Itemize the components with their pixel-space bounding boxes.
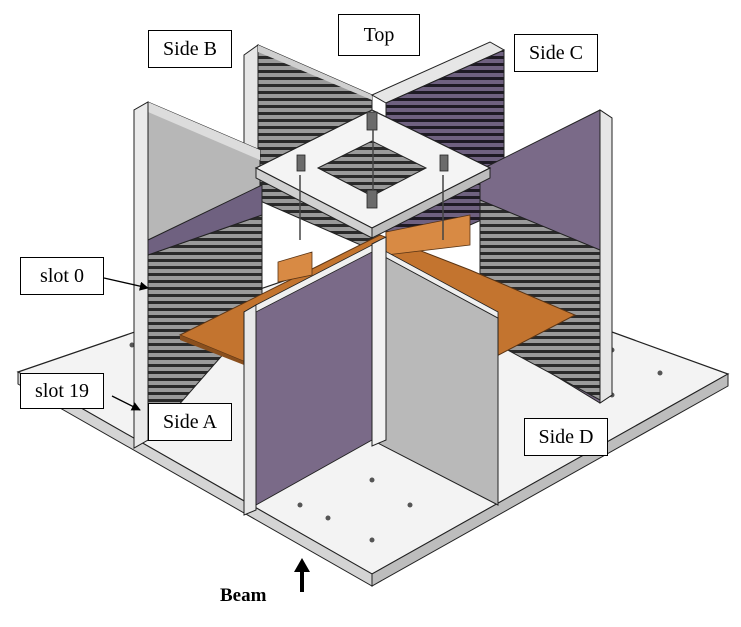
wall-front-left <box>243 244 373 516</box>
label-side-d: Side D <box>524 418 608 456</box>
arrow-up-icon <box>294 558 310 592</box>
label-slot-0: slot 0 <box>20 257 104 295</box>
label-side-c: Side C <box>514 34 598 72</box>
label-slot-19: slot 19 <box>20 373 104 409</box>
label-beam: Beam <box>220 585 267 606</box>
wall-side-a-slots <box>133 101 263 449</box>
label-top: Top <box>338 14 420 56</box>
wall-front-right <box>371 236 499 506</box>
arrow-pointer-icon <box>103 277 149 411</box>
label-side-b: Side B <box>148 30 232 68</box>
label-side-a: Side A <box>148 403 232 441</box>
top-frame <box>254 109 492 240</box>
